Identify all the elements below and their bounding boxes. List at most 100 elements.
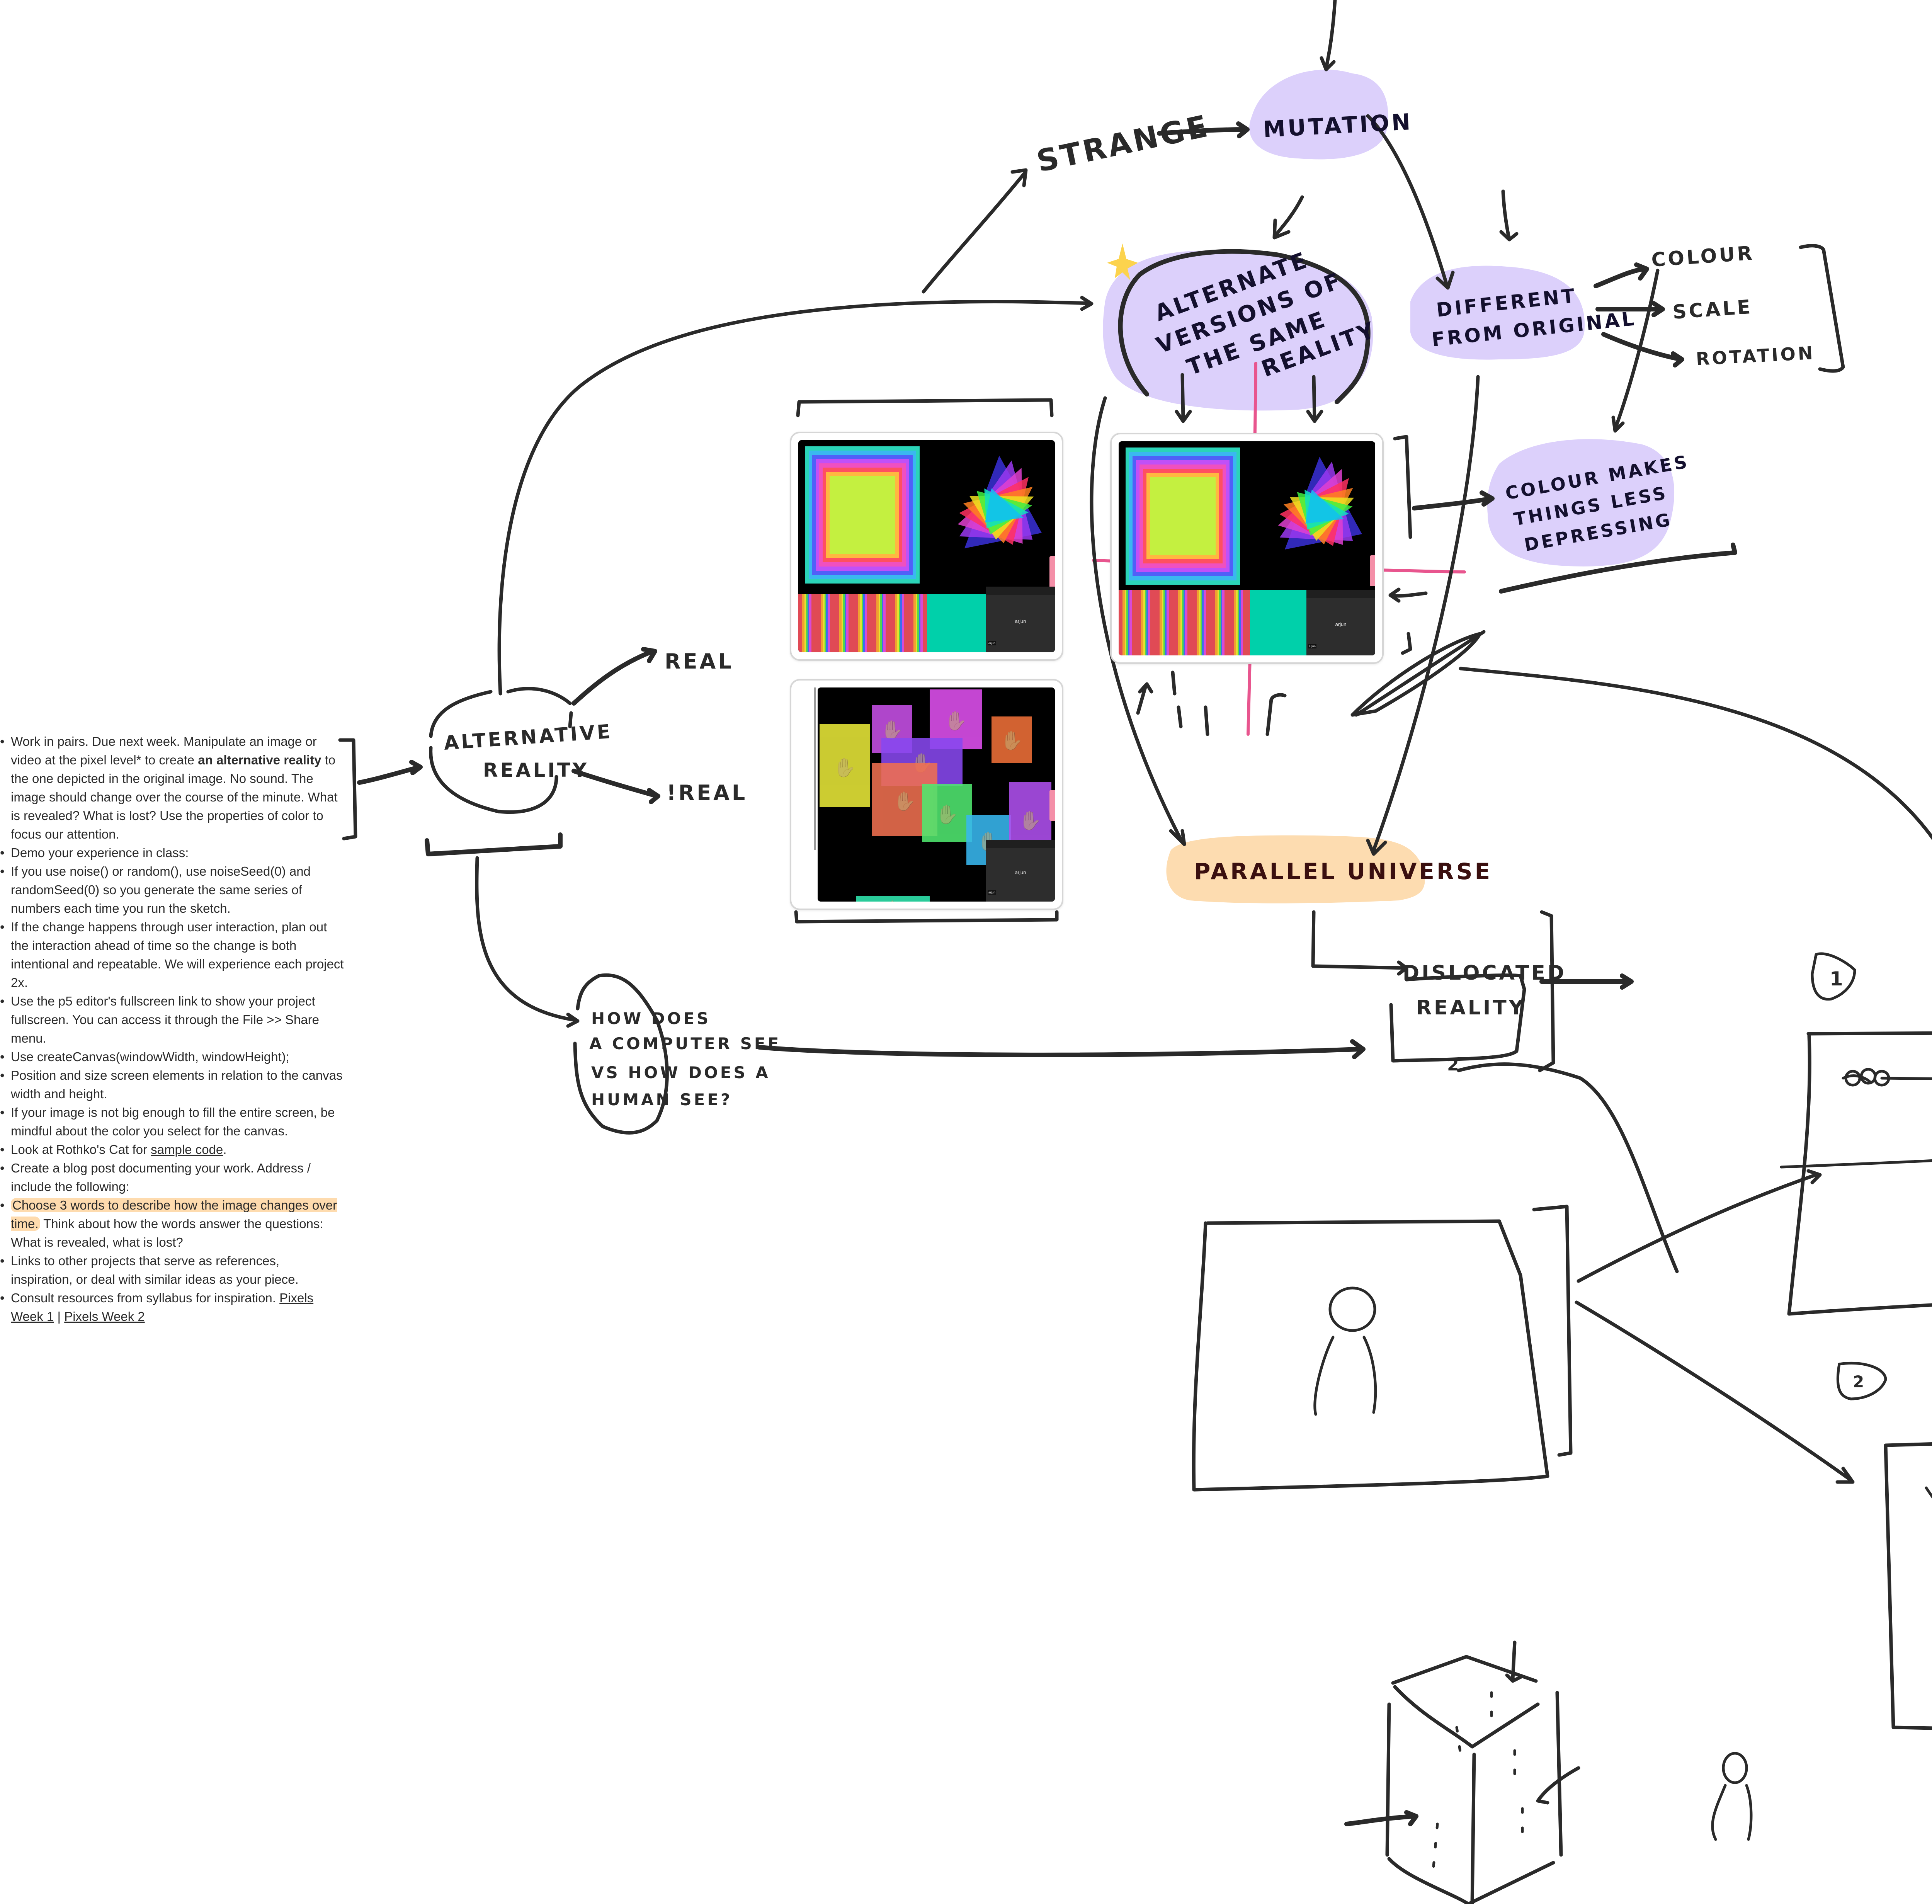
alternate-versions-blob (1103, 250, 1373, 411)
brief-text: | (54, 1309, 65, 1324)
marker-2-small: 2 (1447, 1055, 1461, 1075)
arrow-to-rotation (1601, 332, 1684, 368)
bracket-below-screenshot-3 (794, 910, 1059, 924)
video-call-tile[interactable]: arjun arjun (986, 587, 1055, 652)
video-toolbar[interactable] (986, 840, 1055, 848)
bracket-brief (338, 738, 357, 841)
label-dislocated-reality[interactable]: DISLOCATED REALITY (1403, 961, 1566, 1019)
donate-tab[interactable] (1049, 790, 1055, 821)
bold-text: an alternative reality (198, 753, 321, 767)
brief-text: Links to other projects that serve as re… (11, 1254, 299, 1286)
svg-text:DISLOCATED: DISLOCATED (1403, 961, 1566, 985)
arrow-alt-down-right (1306, 375, 1323, 423)
bracket-screenshot-2-lower (1401, 632, 1412, 655)
donate-tab[interactable] (1370, 555, 1375, 586)
brief-text: If the change happens through user inter… (11, 920, 344, 990)
marker-2: 2 (1853, 1372, 1866, 1391)
participant-name: arjun (1015, 618, 1026, 624)
label-alternative-reality[interactable]: ALTERNATIVE REALITY (443, 720, 613, 781)
scrollbar[interactable] (814, 687, 816, 850)
brief-item: Position and size screen elements in rel… (0, 1066, 344, 1103)
participant-name: arjun (1335, 621, 1347, 627)
cube-hidden-edges (1432, 1691, 1524, 1868)
brief-text: Think about how the words answer the que… (11, 1217, 323, 1249)
arrow-how-does-to-dislocated (757, 1039, 1366, 1059)
arrow-mutation-to-alternate (1272, 195, 1304, 240)
cube-outline (1385, 1655, 1563, 1904)
video-call-tile[interactable]: arjun arjun (1306, 590, 1375, 655)
brief-item: Look at Rothko's Cat for sample code. (0, 1140, 344, 1159)
brief-text: If you use noise() or random(), use nois… (11, 864, 311, 915)
person-icon (1313, 1286, 1377, 1416)
video-toolbar[interactable] (986, 587, 1055, 595)
arrow-parallel-to-dislocated (1311, 910, 1408, 976)
hand-tile (856, 896, 930, 902)
bracket-under-alt-reality (425, 832, 563, 856)
rothko-ring (1150, 477, 1216, 555)
brief-item: Create a blog post documenting your work… (0, 1159, 344, 1196)
marker-2-outline (1836, 1361, 1887, 1400)
label-how-does[interactable]: HOW DOES A COMPUTER SEE VS HOW DOES A HU… (589, 1009, 781, 1109)
participant-tag: arjun (1308, 644, 1316, 648)
sketch-canvas: arjun arjun (1119, 441, 1375, 655)
hands-canvas: arjun arjun (818, 687, 1055, 902)
label-parallel-universe[interactable]: PARALLEL UNIVERSE (1194, 858, 1492, 885)
arrow-screenshot-to-colour-makes (1412, 490, 1495, 510)
triangle-fan (953, 448, 1046, 572)
label-rotation[interactable]: ROTATION (1696, 342, 1816, 369)
arrow-dislocated-right (1539, 973, 1634, 990)
rainbow-stripes (798, 594, 927, 652)
cube-sketch (1344, 1640, 1753, 1904)
screenshot-rothko-1[interactable]: arjun arjun (790, 432, 1063, 661)
brief-link[interactable]: Pixels Week 1 (11, 1291, 314, 1324)
triangle (1305, 489, 1344, 524)
screenshot-rothko-2[interactable]: arjun arjun (1110, 433, 1384, 664)
person-screen-frame (1192, 1219, 1549, 1492)
tick-arrows (1136, 670, 1287, 736)
screenshot-hands[interactable]: arjun arjun (790, 679, 1063, 910)
line-to-colour-makes (1611, 269, 1660, 433)
svg-text:REALITY: REALITY (483, 759, 589, 781)
underline-colour-makes (1499, 543, 1737, 594)
brief-link[interactable]: sample code (151, 1142, 223, 1157)
bracket-above-screenshot-1 (796, 398, 1054, 417)
label-colour[interactable]: COLOUR (1651, 242, 1755, 271)
triangle (985, 488, 1024, 522)
screen-1-gridline-h (1780, 1159, 1932, 1169)
brief-item: Work in pairs. Due next week. Manipulate… (0, 732, 344, 844)
curve-dislocated-down (1457, 1062, 1679, 1273)
brief-text: Use the p5 editor's fullscreen link to s… (11, 994, 319, 1045)
brief-link[interactable]: Pixels Week 2 (64, 1309, 145, 1324)
label-strange[interactable]: STRANGE (1034, 109, 1213, 179)
svg-text:HOW DOES: HOW DOES (591, 1009, 711, 1028)
brief-item: If you use noise() or random(), use nois… (0, 862, 344, 918)
brief-text: Create a blog post documenting your work… (11, 1161, 311, 1194)
arrow-to-colour (1594, 262, 1649, 288)
video-toolbar[interactable] (1306, 590, 1375, 598)
how-does-outline (573, 973, 669, 1135)
alternate-outline (1118, 249, 1371, 404)
assignment-brief: Work in pairs. Due next week. Manipulate… (0, 732, 344, 1326)
teal-panel (1250, 590, 1312, 655)
participant-name: arjun (1015, 869, 1026, 875)
brief-item: Use createCanvas(windowWidth, windowHeig… (0, 1048, 344, 1066)
label-not-real[interactable]: !REAL (667, 781, 747, 805)
arrow-brief-to-alt-reality (357, 760, 423, 785)
line-different-to-parallel (1366, 375, 1480, 856)
svg-text:A COMPUTER SEE: A COMPUTER SEE (589, 1034, 781, 1053)
rothko-ring (830, 476, 895, 554)
video-call-tile[interactable]: arjun arjun (986, 840, 1055, 902)
donate-tab[interactable] (1049, 556, 1055, 590)
parallel-universe-blob (1166, 835, 1425, 904)
label-scale[interactable]: SCALE (1672, 296, 1753, 323)
label-real[interactable]: REAL (665, 649, 734, 674)
handwritten-labels: STRANGE MUTATION ALTERNATE VERSIONS OF T… (443, 109, 1866, 1391)
screen-1-sketch (1780, 952, 1932, 1316)
hand-tile (992, 716, 1032, 763)
brief-text: Consult resources from syllabus for insp… (11, 1291, 280, 1305)
arrow-to-screen-1-from-person (1577, 1169, 1822, 1283)
svg-text:REALITY: REALITY (1416, 996, 1526, 1019)
triangle-fan (1273, 449, 1366, 573)
person-screen-bracket (1532, 1205, 1573, 1457)
